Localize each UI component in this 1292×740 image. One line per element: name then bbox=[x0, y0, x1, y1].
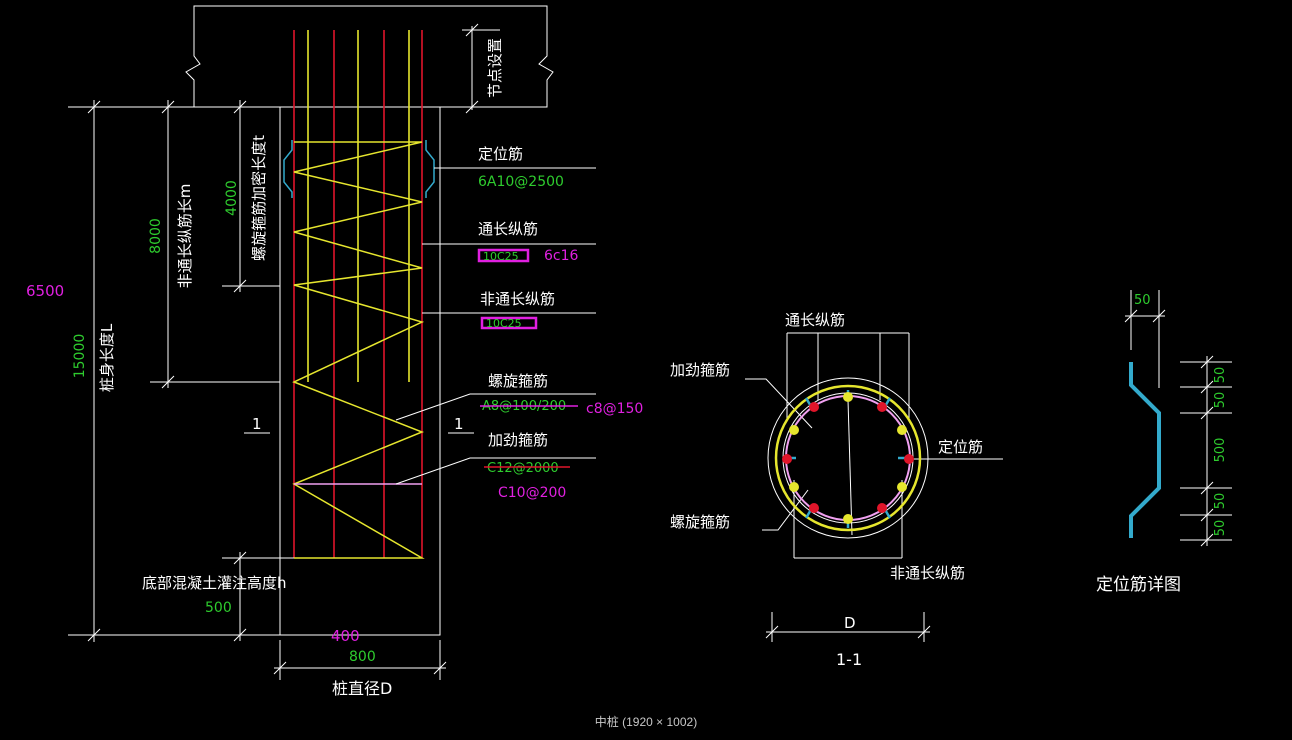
diameter-value: 800 bbox=[349, 649, 376, 665]
detail-dim-5: 50 bbox=[1213, 520, 1228, 537]
pile-elevation bbox=[185, 5, 554, 636]
pile-length-label: 桩身长度L bbox=[98, 323, 116, 392]
bottom-concrete-label: 底部混凝土灌注高度h bbox=[142, 574, 287, 592]
through-bar-label: 通长纵筋 bbox=[478, 220, 538, 238]
pile-length-value: 15000 bbox=[72, 334, 88, 379]
diameter-new-value: 400 bbox=[331, 627, 360, 645]
bottom-concrete-value: 500 bbox=[205, 600, 232, 616]
detail-title: 定位筋详图 bbox=[1096, 575, 1181, 595]
stiff-stirrup-label: 加劲箍筋 bbox=[488, 431, 548, 449]
section-title: 1-1 bbox=[836, 650, 862, 669]
section-through-bar-label: 通长纵筋 bbox=[785, 311, 845, 329]
detail-dim-1: 50 bbox=[1213, 367, 1228, 384]
section-rebar-dots bbox=[782, 392, 914, 524]
section-1-1 bbox=[745, 332, 1003, 642]
cad-drawing: 节点设置 定位筋 6A10@2500 通长纵筋 10C25 6c16 非通长纵筋… bbox=[26, 5, 1232, 698]
dimensions-left bbox=[68, 100, 447, 680]
non-through-bar-label: 非通长纵筋 bbox=[480, 290, 555, 308]
non-through-length-value: 8000 bbox=[148, 218, 164, 254]
section-positioning-label: 定位筋 bbox=[938, 438, 983, 456]
detail-dim-top: 50 bbox=[1134, 293, 1151, 308]
section-non-through-label: 非通长纵筋 bbox=[890, 564, 965, 582]
positioning-bar-label: 定位筋 bbox=[478, 145, 523, 163]
pile-length-new-value: 6500 bbox=[26, 282, 64, 300]
spiral-dense-label: 螺旋箍筋加密长度t bbox=[250, 135, 268, 261]
through-bar-old-spec: 10C25 bbox=[483, 250, 519, 263]
section-mark-left: 1 bbox=[252, 415, 262, 433]
stiff-old-spec: C12@2000 bbox=[487, 461, 559, 476]
detail-dim-3: 500 bbox=[1213, 438, 1228, 463]
detail-dim-4: 50 bbox=[1213, 493, 1228, 510]
stiff-new-spec: C10@200 bbox=[498, 485, 566, 501]
detail-dim-2: 50 bbox=[1213, 392, 1228, 409]
through-bar-revision-box bbox=[477, 248, 530, 263]
spiral-dense-value: 4000 bbox=[224, 180, 240, 216]
section-spiral-label: 螺旋箍筋 bbox=[670, 513, 730, 531]
image-caption: 中桩 (1920 × 1002) bbox=[594, 715, 698, 729]
leaders-right bbox=[395, 23, 596, 485]
through-bar-new-spec: 6c16 bbox=[544, 248, 579, 264]
section-stiff-label: 加劲箍筋 bbox=[670, 361, 730, 379]
pile-diameter-label: 桩直径D bbox=[332, 679, 392, 698]
section-dim-label: D bbox=[844, 614, 856, 632]
non-through-revision-box bbox=[480, 316, 538, 330]
positioning-spec: 6A10@2500 bbox=[478, 174, 564, 190]
node-setting-label: 节点设置 bbox=[486, 38, 504, 98]
spiral-new-spec: c8@150 bbox=[586, 401, 643, 417]
non-through-old-spec: 10C25 bbox=[486, 317, 522, 330]
longitudinal-rebars bbox=[293, 30, 423, 558]
positioning-detail bbox=[1124, 290, 1232, 547]
non-through-length-label: 非通长纵筋长m bbox=[176, 184, 194, 289]
spiral-stirrup-label: 螺旋箍筋 bbox=[488, 372, 548, 390]
positioning-bars bbox=[283, 140, 435, 198]
section-mark-right: 1 bbox=[454, 415, 464, 433]
